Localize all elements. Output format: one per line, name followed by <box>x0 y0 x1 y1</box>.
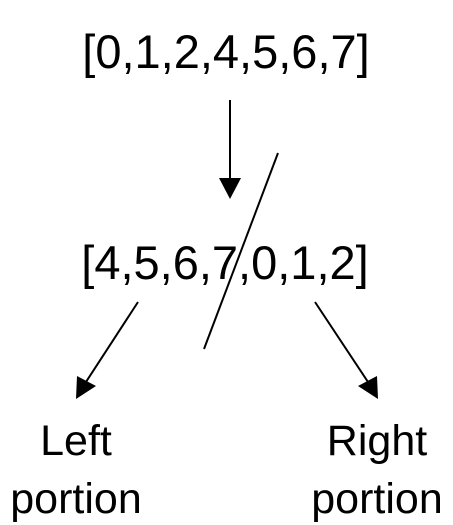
left-arrow-head <box>76 376 96 399</box>
right-arrow-head <box>358 376 378 399</box>
down-arrow <box>219 100 241 199</box>
split-divider-line <box>203 152 279 350</box>
left-arrow-shaft <box>83 301 139 386</box>
left-portion-label-line2: portion <box>10 475 141 523</box>
original-array-text: [0,1,2,4,5,6,7] <box>82 25 369 78</box>
left-arrow <box>76 301 139 399</box>
right-portion-label-line2: portion <box>311 475 442 523</box>
rotated-array-text: [4,5,6,7,0,1,2] <box>81 236 368 289</box>
right-arrow-shaft <box>314 301 371 386</box>
down-arrow-head <box>219 178 241 199</box>
left-portion-label-line1: Left <box>40 417 112 465</box>
right-arrow <box>314 301 378 399</box>
right-portion-label-line1: Right <box>327 417 427 465</box>
